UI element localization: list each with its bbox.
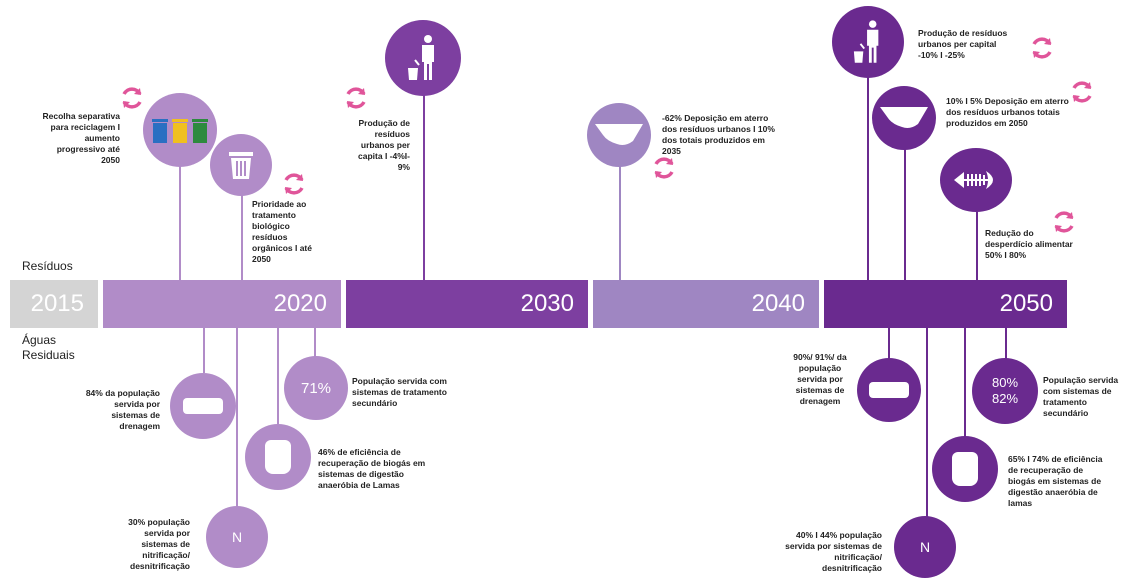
recycling-bins-circle: [143, 93, 217, 167]
drenagem-2020-text: 84% da população servida por sistemas de…: [85, 388, 160, 431]
digester-icon: [952, 452, 978, 486]
nitrif-2020-text: 30% população servida por sistemas de ni…: [128, 517, 190, 571]
timeline-2020: 2020: [103, 280, 341, 328]
pipe-icon: [183, 398, 223, 414]
desperdicio-text: Redução do desperdício alimentar 50% I 8…: [985, 228, 1073, 260]
trash-bin-icon: [229, 152, 253, 179]
pipe-circle: [857, 358, 921, 422]
connector-line: [976, 210, 978, 280]
deposicao-2050-text: 10% I 5% Deposição em aterro dos resíduo…: [946, 96, 1069, 128]
trash-bin-circle: [210, 134, 272, 196]
pipe-circle: [170, 373, 236, 439]
prioridade-text: Prioridade ao tratamento biológico resíd…: [252, 199, 312, 264]
recycle-cycle-icon: [654, 157, 674, 179]
timeline-2050: 2050: [824, 280, 1067, 328]
person-trash-circle: [832, 6, 904, 78]
fish-bones-icon: [954, 171, 993, 189]
connector-line: [236, 328, 238, 508]
digester-circle: [245, 424, 311, 490]
connector-line: [1005, 328, 1007, 360]
timeline-2030: 2030: [346, 280, 588, 328]
connector-line: [867, 75, 869, 280]
recycle-cycle-icon: [1054, 211, 1074, 233]
landfill-icon: [880, 107, 928, 128]
connector-line: [277, 328, 279, 426]
connector-line: [888, 328, 890, 360]
recycle-cycle-icon: [1032, 37, 1052, 59]
digester-circle: [932, 436, 998, 502]
fish-circle: [940, 148, 1012, 212]
producao-2050-text: Produção de resíduos urbanos per capital…: [918, 28, 1008, 60]
recycle-cycle-icon: [346, 87, 366, 109]
year-2020: 2020: [273, 290, 327, 317]
connector-line: [423, 95, 425, 280]
n-label: N: [231, 529, 243, 545]
person-trash-circle: [385, 20, 461, 96]
connector-line: [241, 195, 243, 280]
secundario-2020-value: 71%: [300, 379, 332, 397]
connector-line: [179, 165, 181, 280]
secondary-treatment-circle: 71%: [284, 356, 348, 420]
secundario-2050-value-b: 82%: [991, 391, 1019, 406]
landfill-icon: [595, 124, 643, 145]
recycle-cycle-icon: [122, 87, 142, 109]
secundario-2050-value-a: 80%: [991, 375, 1019, 390]
connector-line: [964, 328, 966, 438]
landfill-circle: [872, 86, 936, 150]
secundario-2050-text: População servida com sistemas de tratam…: [1043, 375, 1119, 418]
recolha-text: Recolha separativa para reciclagem I aum…: [42, 111, 120, 165]
deposicao-2040-text: -62% Deposição em aterro dos resíduos ur…: [662, 113, 775, 156]
connector-line: [904, 148, 906, 280]
bins-icon: [152, 119, 208, 143]
connector-line: [926, 328, 928, 518]
timeline-2015: 2015: [10, 280, 98, 328]
person-trash-icon: [853, 20, 879, 63]
nitrification-circle: N: [894, 516, 956, 578]
n-label: N: [919, 539, 931, 555]
person-trash-icon: [408, 35, 434, 80]
connector-line: [314, 328, 316, 358]
digester-icon: [265, 440, 291, 474]
connector-line: [203, 328, 205, 373]
connector-line: [619, 163, 621, 280]
recycle-cycle-icon: [284, 173, 304, 195]
year-2050: 2050: [999, 290, 1053, 317]
aguas-residuais-label: Águas Residuais: [22, 333, 75, 362]
drenagem-2050-text: 90%/ 91%/ da população servida por siste…: [793, 352, 847, 406]
recycle-cycle-icon: [1072, 81, 1092, 103]
timeline-2040: 2040: [593, 280, 819, 328]
nitrif-2050-text: 40% I 44% população servida por sistemas…: [785, 530, 882, 573]
landfill-circle: [587, 103, 651, 167]
biogas-2050-text: 65% I 74% de eficiência de recuperação d…: [1008, 454, 1103, 508]
secundario-2020-text: População servida com sistemas de tratam…: [352, 376, 447, 408]
year-2015: 2015: [30, 290, 84, 317]
year-2030: 2030: [520, 290, 574, 317]
year-2040: 2040: [751, 290, 805, 317]
residuos-label: Resíduos: [22, 259, 73, 273]
nitrification-circle: N: [206, 506, 268, 568]
pipe-icon: [869, 382, 909, 398]
biogas-2020-text: 46% de eficiência de recuperação de biog…: [318, 447, 426, 490]
producao-2030-text: Produção de resíduos urbanos per capita …: [358, 118, 410, 172]
secondary-treatment-circle: 80% 82%: [972, 358, 1038, 424]
